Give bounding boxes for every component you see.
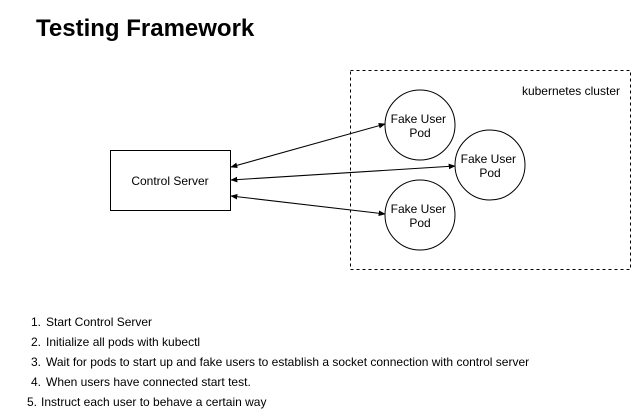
steps-list: 1. Start Control Server 2. Initialize al… [0, 312, 631, 412]
fake-user-pod-3-line1: Fake User [391, 202, 446, 216]
control-server-label: Control Server [131, 174, 208, 188]
fake-user-pod-1 [384, 89, 456, 161]
step-number: 2. [30, 335, 41, 349]
fake-user-pod-3-label: Fake User Pod [391, 202, 450, 230]
step-text: Wait for pods to start up and fake users… [46, 355, 530, 369]
step-text: Initialize all pods with kubectl [46, 335, 201, 349]
fake-user-pod-2-line2: Pod [479, 166, 500, 180]
fake-user-pod-3-line2: Pod [409, 216, 430, 230]
connection-arrow-pod-2 [230, 163, 456, 183]
step-text: When users have connected start test. [46, 375, 251, 389]
fake-user-pod-1-label: Fake User Pod [391, 112, 450, 140]
step-number: 1. [30, 315, 41, 329]
connection-arrow-pod-1 [230, 122, 386, 169]
step-item: 3. Wait for pods to start up and fake us… [0, 352, 631, 372]
fake-user-pod-1-line1: Fake User [391, 112, 446, 126]
fake-user-pod-2 [454, 129, 526, 201]
step-item: 4. When users have connected start test. [0, 372, 631, 392]
fake-user-pod-2-label: Fake User Pod [461, 152, 520, 180]
step-text: Instruct each user to behave a certain w… [41, 395, 267, 409]
step-number: 5. [26, 395, 37, 409]
page-title: Testing Framework [36, 15, 255, 42]
kubernetes-cluster-label: kubernetes cluster [522, 84, 620, 98]
step-number: 4. [30, 375, 41, 389]
step-text: Start Control Server [46, 315, 153, 329]
step-number: 3. [30, 355, 41, 369]
fake-user-pod-1-line2: Pod [409, 126, 430, 140]
step-item: 5. Instruct each user to behave a certai… [0, 392, 631, 412]
step-item: 2. Initialize all pods with kubectl [0, 332, 631, 352]
fake-user-pod-2-line1: Fake User [461, 152, 516, 166]
fake-user-pod-3 [384, 179, 456, 251]
connection-arrow-pod-3 [230, 193, 386, 217]
control-server-box [110, 150, 231, 211]
step-item: 1. Start Control Server [0, 312, 631, 332]
